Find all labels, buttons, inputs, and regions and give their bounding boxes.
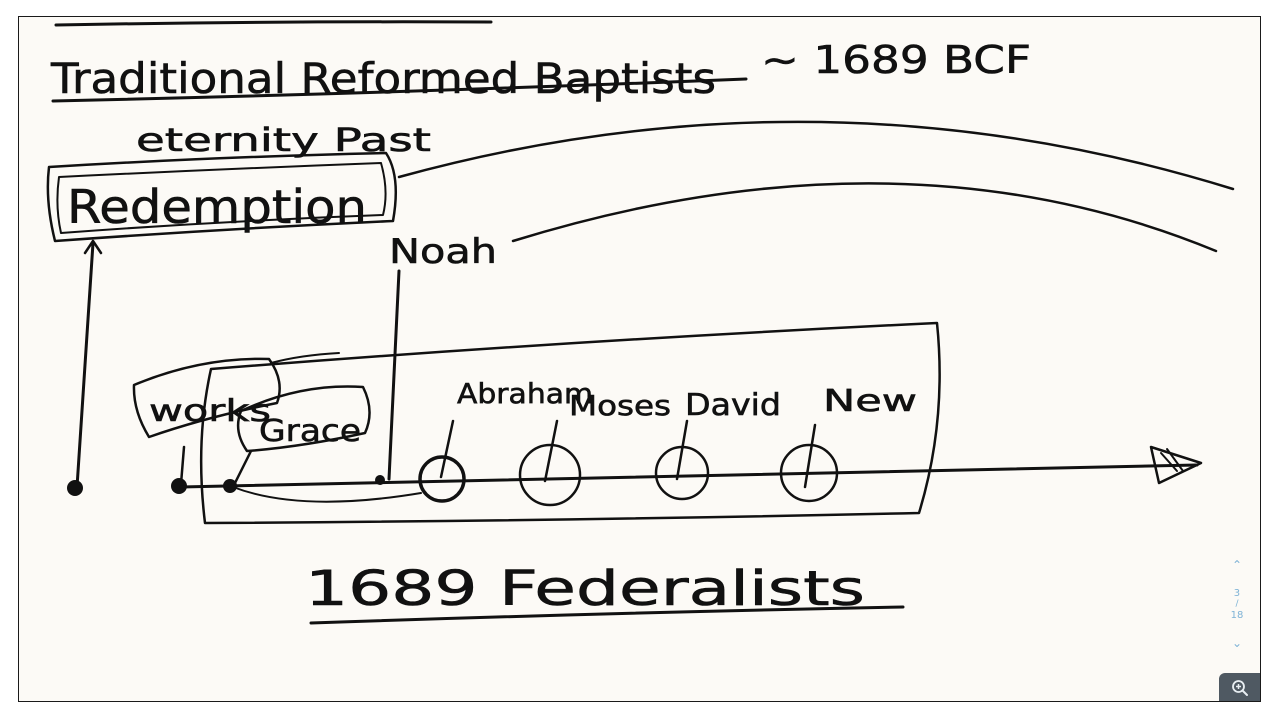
moses-text: Moses <box>569 389 671 422</box>
whiteboard-page: Traditional Reformed Baptists ~ 1689 BCF… <box>18 16 1261 702</box>
redemption-box-outer <box>46 151 398 243</box>
page-current: 3 <box>1233 587 1241 599</box>
noah-text: Noah <box>389 232 497 272</box>
page-indicator: 3 / 18 <box>1231 588 1244 621</box>
david-marker <box>654 419 710 501</box>
page-total: 18 <box>1230 609 1244 621</box>
grace-text: Grace <box>259 414 361 449</box>
works-dot <box>171 478 187 494</box>
zoom-in-icon <box>1232 680 1248 696</box>
redemption-arrowhead <box>83 239 103 255</box>
grace-loop <box>232 486 422 503</box>
top-stroke <box>54 20 493 27</box>
abraham-text: Abraham <box>457 377 593 410</box>
chevron-up-icon[interactable]: ⌃ <box>1231 558 1243 572</box>
heading-text: Traditional Reformed Baptists <box>50 54 716 103</box>
new-text: New <box>823 384 917 419</box>
moses-marker <box>518 419 582 507</box>
page-separator: / <box>1235 598 1239 609</box>
lower-arc <box>511 182 1218 253</box>
footer-underline <box>309 605 905 625</box>
works-box <box>132 357 281 439</box>
chevron-down-icon[interactable]: ⌄ <box>1231 636 1243 650</box>
footer-text: 1689 Federalists <box>305 561 865 617</box>
grace-box <box>236 385 371 453</box>
works-text: works <box>149 394 271 429</box>
redemption-box-inner <box>56 162 387 234</box>
heading-suffix-text: ~ 1689 BCF <box>761 38 1031 82</box>
new-marker <box>779 423 839 503</box>
page-navigator: ⌃ 3 / 18 ⌄ <box>1223 559 1251 649</box>
heading-underline <box>51 77 748 103</box>
redemption-vertical-line <box>75 241 95 489</box>
eternity-dot <box>67 480 83 496</box>
zoom-in-button[interactable] <box>1219 673 1260 701</box>
works-tick <box>179 445 186 486</box>
covenant-enclosure-box <box>199 321 941 525</box>
redemption-text: Redemption <box>67 180 367 234</box>
whiteboard-canvas: Traditional Reformed Baptists ~ 1689 BCF… <box>46 20 1235 625</box>
timeline-line <box>179 463 1199 489</box>
timeline-arrowhead-hatch <box>1160 448 1184 472</box>
abraham-marker <box>418 419 466 503</box>
works-connector <box>270 352 340 364</box>
grace-tick <box>233 449 253 485</box>
david-text: David <box>685 388 781 423</box>
noah-vertical-line <box>387 269 401 481</box>
timeline-arrowhead <box>1149 445 1203 485</box>
eternity-past-text: eternity Past <box>136 121 431 159</box>
upper-arc <box>397 120 1235 191</box>
